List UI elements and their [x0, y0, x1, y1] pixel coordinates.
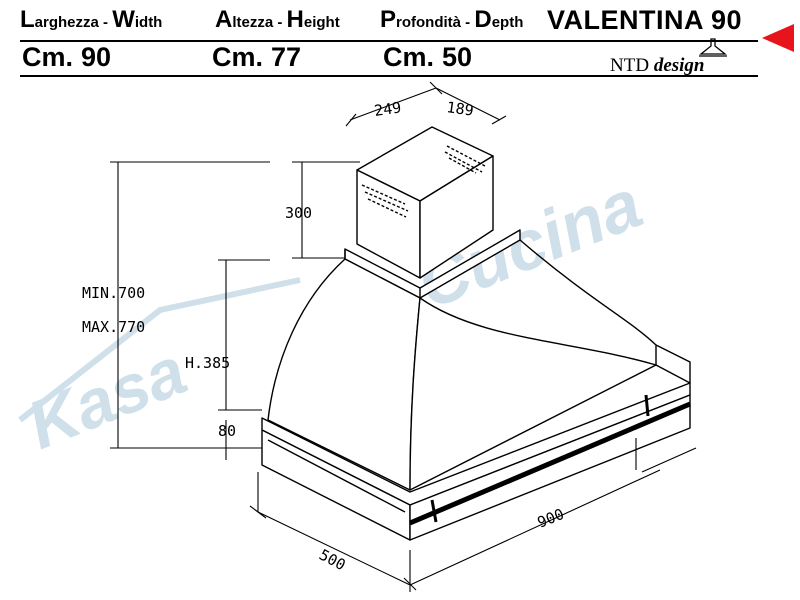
width-value: Cm.90: [22, 42, 112, 72]
dimension-lines: [110, 81, 697, 592]
dim-base-height: 80: [218, 422, 236, 440]
dim-chimney-depth: 189: [445, 98, 474, 120]
header-bottom-rule: [20, 75, 758, 77]
towel-rail: [409, 394, 691, 526]
hood-dome: [267, 239, 691, 491]
dim-chimney-height: 300: [285, 204, 312, 222]
watermark-roof-icon: [18, 277, 301, 423]
header-divider: [20, 40, 758, 42]
hood-technical-drawing: Kasa Cucina: [17, 81, 697, 592]
dim-hood-height: H.385: [185, 354, 230, 372]
dim-max-height: MAX.770: [82, 318, 145, 336]
depth-label: Profondità - Depth: [380, 6, 524, 33]
model-name: VALENTINA 90: [547, 5, 743, 35]
brand-hood-icon: [699, 38, 727, 57]
dim-hood-depth: 500: [316, 546, 348, 575]
dim-chimney-width: 249: [373, 98, 402, 120]
height-label: Altezza - Height: [215, 6, 340, 33]
spec-header: Larghezza - Width Altezza - Height Profo…: [0, 0, 800, 80]
dim-hood-width: 900: [535, 505, 567, 532]
height-value: Cm.77: [212, 42, 302, 72]
depth-value: Cm.50: [383, 42, 473, 72]
width-label: Larghezza - Width: [20, 6, 163, 33]
chimney: [356, 126, 494, 279]
dim-min-height: MIN.700: [82, 284, 145, 302]
red-arrow-icon: [762, 24, 794, 52]
brand-logo: NTD design: [610, 55, 705, 76]
